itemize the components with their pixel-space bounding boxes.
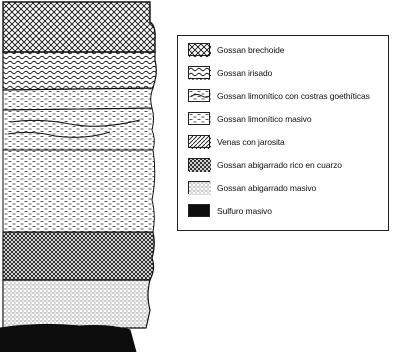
legend-item-gossan-limonitico-masivo: Gossan limonítico masivo bbox=[188, 111, 311, 126]
layer-gossan-abigarrado-cuarzo bbox=[3, 232, 154, 280]
legend-label: Sulfuro masivo bbox=[217, 206, 272, 216]
legend-item-gossan-abigarrado-cuarzo: Gossan abigarrado rico en cuarzo bbox=[188, 157, 342, 172]
legend-label: Gossan abigarrado rico en cuarzo bbox=[217, 160, 342, 170]
wavy-swatch-icon bbox=[188, 66, 210, 79]
legend-item-venas-jarosita: Venas con jarosita bbox=[188, 134, 285, 149]
legend-label: Gossan irisado bbox=[217, 68, 272, 78]
layer-gossan-irisado bbox=[3, 52, 156, 90]
legend-label: Gossan brechoide bbox=[217, 45, 284, 55]
legend-item-gossan-abigarrado-masivo: Gossan abigarrado masivo bbox=[188, 180, 316, 195]
crosshatch-swatch-icon bbox=[188, 43, 210, 56]
legend-label: Gossan abigarrado masivo bbox=[217, 183, 316, 193]
diagonal-swatch-icon bbox=[188, 135, 210, 148]
legend-item-gossan-brechoide: Gossan brechoide bbox=[188, 42, 284, 57]
legend-item-sulfuro-masivo: Sulfuro masivo bbox=[188, 203, 272, 218]
layer-gossan-brechoide bbox=[3, 2, 155, 52]
legend-label: Gossan limonítico masivo bbox=[217, 114, 311, 124]
stipple-swatch-icon bbox=[188, 181, 210, 194]
layer-sulfuro-masivo bbox=[0, 324, 136, 352]
legend-item-gossan-limonitico-costras: Gossan limonítico con costras goethítica… bbox=[188, 88, 370, 103]
legend: Gossan brechoide Gossan irisado Gossan l… bbox=[177, 35, 389, 231]
layer-gossan-abigarrado-masivo bbox=[3, 280, 150, 328]
dashes-crusts-swatch-icon bbox=[188, 89, 210, 102]
layer-gossan-limonitico-masivo-upper bbox=[3, 88, 153, 110]
dense-crosshatch-swatch-icon bbox=[188, 158, 210, 171]
legend-item-gossan-irisado: Gossan irisado bbox=[188, 65, 272, 80]
solid-swatch-icon bbox=[188, 204, 210, 217]
layer-gossan-limonitico-costras bbox=[3, 108, 154, 150]
layer-gossan-limonitico-masivo-lower bbox=[3, 150, 155, 232]
legend-label: Gossan limonítico con costras goethítica… bbox=[217, 91, 370, 101]
dashes-swatch-icon bbox=[188, 112, 210, 125]
legend-label: Venas con jarosita bbox=[217, 137, 285, 147]
stratigraphic-column bbox=[0, 0, 170, 352]
